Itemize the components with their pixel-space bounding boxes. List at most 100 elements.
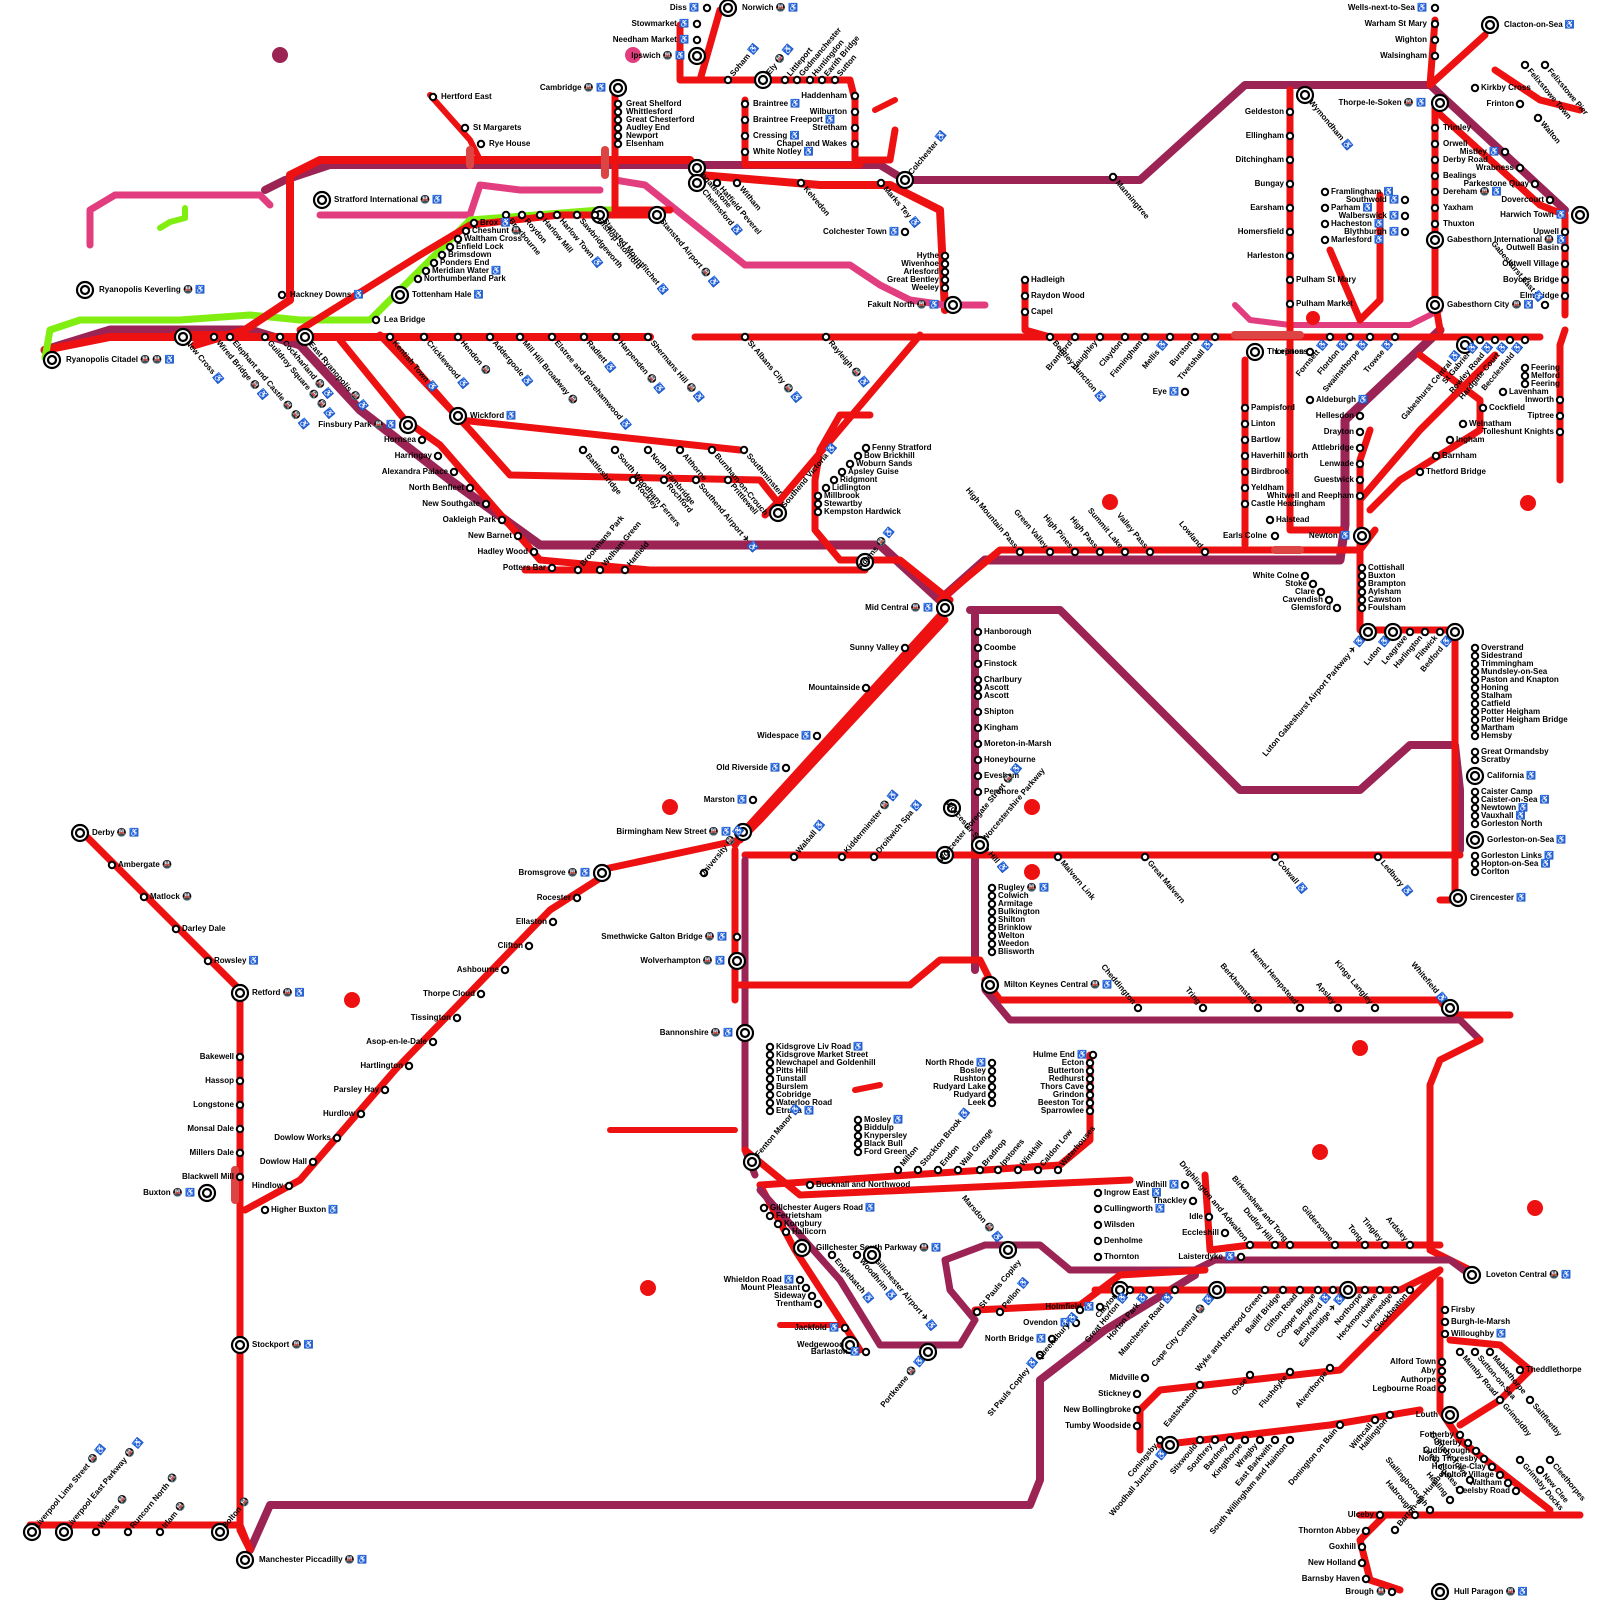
station[interactable]: Caister-on-Sea ♿ [1470, 794, 1550, 805]
station[interactable]: Bosley [960, 1066, 997, 1076]
station[interactable]: Cottishall [1357, 563, 1405, 573]
station[interactable]: Ascott [973, 683, 1009, 693]
station[interactable]: Mount Pleasant [741, 1283, 811, 1293]
station[interactable]: Honing [1470, 683, 1509, 693]
station[interactable]: Newport [613, 131, 659, 141]
station[interactable]: Overstrand [1470, 643, 1524, 653]
station[interactable]: Louth [1416, 1405, 1460, 1425]
station[interactable]: Thornton [1093, 1252, 1139, 1262]
station[interactable]: Smethwicke Galton Bridge 🚇 ♿ [601, 931, 742, 942]
station[interactable]: Orwell [1430, 139, 1468, 149]
station[interactable]: Ingham [1445, 435, 1485, 445]
station[interactable]: Brampton [1357, 579, 1406, 589]
station[interactable]: Colwich [987, 891, 1029, 901]
station[interactable]: Mundsley-on-Sea [1470, 667, 1548, 677]
station[interactable]: Thornton Abbey [1299, 1526, 1371, 1536]
station[interactable]: Shipton [973, 707, 1014, 717]
station[interactable]: Mid Central 🚇 ♿ [865, 598, 955, 618]
station[interactable]: Whieldon Road ♿ [724, 1274, 805, 1285]
station[interactable]: Stockport 🚇 ♿ [230, 1335, 314, 1355]
station[interactable]: Goxhill [1329, 1542, 1367, 1552]
station[interactable]: Tumby Woodside [1065, 1421, 1142, 1431]
station[interactable]: Barlaston ♿ [811, 1346, 871, 1357]
station[interactable]: Charlbury [973, 675, 1023, 685]
station[interactable]: Kirkby Cross [1470, 83, 1532, 93]
station[interactable]: Parham ♿ [1320, 202, 1373, 213]
station[interactable]: Hemsby [1470, 731, 1513, 741]
station[interactable]: Wolverhampton 🚇 ♿ [640, 951, 747, 971]
station[interactable]: Thorpe Cloud [423, 989, 486, 999]
station[interactable]: Cullingworth ♿ [1093, 1203, 1165, 1214]
station[interactable]: Wells-next-to-Sea ♿ [1348, 2, 1440, 13]
station[interactable]: Dowlow Hall [260, 1157, 318, 1167]
station[interactable]: Woburn Sands [845, 459, 913, 469]
station[interactable]: Portkeane 🚇 ♿ [878, 1342, 938, 1409]
station[interactable]: St Pauls Copley ♿ [985, 1350, 1045, 1418]
station[interactable]: Stewartby [813, 499, 863, 509]
station[interactable]: Hopton-on-Sea ♿ [1470, 858, 1551, 869]
station[interactable]: Kidsgrove Liv Road ♿ [765, 1041, 864, 1052]
station[interactable]: Great Chesterford [613, 115, 695, 125]
station[interactable]: Redhurst [1049, 1074, 1095, 1084]
station[interactable]: Attlebridge [1312, 443, 1365, 453]
station[interactable]: Elmbridge [1520, 291, 1570, 301]
station[interactable]: Rowsley ♿ [203, 955, 259, 966]
station[interactable]: Fenny Stratford [861, 443, 932, 453]
station[interactable]: Gabesthorn City 🚇 ♿ [1425, 295, 1534, 315]
station[interactable]: Diss ♿ [670, 2, 712, 13]
station[interactable]: Milton Keynes Central 🚇 ♿ [980, 975, 1112, 995]
station[interactable]: Potter Heigham [1470, 707, 1540, 717]
station[interactable]: Cheshunt 🚇 [461, 225, 521, 236]
station[interactable]: Higher Buxton ♿ [260, 1204, 339, 1215]
station[interactable]: North Bridge ♿ [985, 1333, 1057, 1344]
station[interactable]: Authorpe [1400, 1375, 1447, 1385]
station[interactable]: Sidestrand [1470, 651, 1523, 661]
station[interactable]: Aby [1421, 1366, 1447, 1376]
station[interactable]: Darley Dale [171, 924, 226, 934]
station[interactable]: Stalham [1470, 691, 1512, 701]
station[interactable]: Grindon [1053, 1090, 1095, 1100]
station[interactable]: Arlesford [903, 267, 950, 277]
station[interactable]: North Rhode ♿ [925, 1057, 997, 1068]
station[interactable]: Stowmarket ♿ [631, 18, 702, 29]
station[interactable]: Millers Dale [190, 1148, 245, 1158]
station[interactable]: Idle [1189, 1212, 1214, 1222]
station[interactable]: Fakult North 🚇 ♿ [868, 295, 963, 315]
station[interactable]: Brimsdown [437, 250, 492, 260]
station[interactable]: Potters Bar [503, 563, 557, 573]
station[interactable]: Berkhamsted [1218, 961, 1263, 1013]
station[interactable]: Harringay [395, 451, 443, 461]
station[interactable]: Hythe [917, 251, 950, 261]
station[interactable]: Bartlow [1240, 435, 1281, 445]
station[interactable]: Tottenham Hale ♿ [390, 285, 484, 305]
station[interactable]: Mosley ♿ [853, 1114, 904, 1125]
station[interactable]: Outwell Village [1502, 259, 1570, 269]
station[interactable]: Ipswich 🚇 ♿ [631, 46, 707, 66]
station[interactable]: Old Riverside ♿ [716, 762, 791, 773]
station[interactable]: Clacton-on-Sea ♿ [1480, 15, 1575, 35]
station[interactable]: Firsby [1440, 1305, 1476, 1315]
station[interactable]: North Thoresby [1418, 1454, 1489, 1464]
station[interactable]: New Bollingbroke [1063, 1405, 1142, 1415]
station[interactable]: Feering [1520, 379, 1560, 389]
station[interactable]: Harwich Town ♿ [1500, 205, 1590, 225]
station[interactable]: Hadleigh [1020, 275, 1065, 285]
station[interactable]: Whitwell and Reepham [1267, 491, 1365, 501]
station[interactable]: Thuxton [1430, 219, 1475, 229]
station[interactable]: Great Bentley [887, 275, 950, 285]
station[interactable]: Bungay [1255, 179, 1295, 189]
station[interactable]: Castle Headingham [1240, 499, 1325, 509]
station[interactable]: Caister Camp [1470, 787, 1533, 797]
station[interactable]: Haddenham [801, 91, 860, 101]
station[interactable]: Brox ♿ [469, 217, 511, 228]
station[interactable]: Armitage [987, 899, 1033, 909]
station[interactable]: Earsham [1250, 203, 1295, 213]
station[interactable]: Dowlow Works [274, 1133, 342, 1143]
station[interactable]: Raydon Wood [1020, 291, 1085, 301]
station[interactable]: Alexandra Palace [382, 467, 459, 477]
station[interactable]: Wilsden [1093, 1220, 1135, 1230]
station[interactable]: Welnatham [1458, 419, 1512, 429]
station[interactable]: Dereham 🚇 ♿ [1430, 186, 1502, 197]
station[interactable]: Newchapel and Goldenhill [765, 1058, 876, 1068]
station[interactable]: Ellaston [516, 917, 558, 927]
